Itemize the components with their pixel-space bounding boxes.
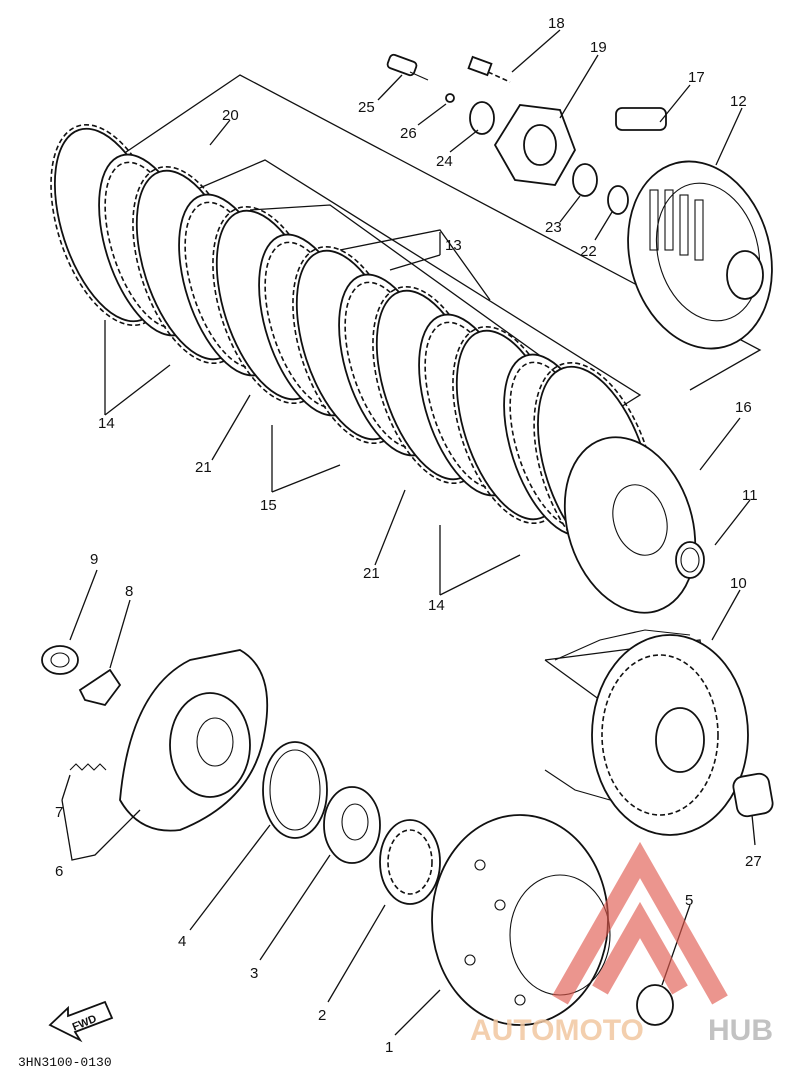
callout-27: 27 [745, 853, 762, 870]
callout-4: 4 [178, 933, 186, 950]
clutch-housing [431, 814, 611, 1026]
callout-6: 6 [55, 863, 63, 880]
bearing [323, 786, 381, 864]
callout-2: 2 [318, 1007, 326, 1024]
watermark-logo-icon [552, 841, 728, 1005]
callout-7: 7 [55, 804, 63, 821]
callout-10: 10 [730, 575, 747, 592]
watermark-text-2: HUB [708, 1014, 773, 1047]
callout-5: 5 [685, 892, 693, 909]
callout-20: 20 [222, 107, 239, 124]
callout-22: 22 [580, 243, 597, 260]
pressure-plate [563, 436, 697, 614]
circlip [675, 541, 705, 579]
callout-23: 23 [545, 219, 562, 236]
callout-24: 24 [436, 153, 453, 170]
callout-15: 15 [260, 497, 277, 514]
callout-11: 11 [742, 487, 758, 504]
small-hardware [386, 53, 667, 215]
callout-labels: 18 19 17 12 20 25 26 24 23 22 13 14 21 1… [55, 15, 762, 1056]
collar [732, 772, 774, 818]
callout-21-top: 21 [195, 459, 212, 476]
callout-16: 16 [735, 399, 752, 416]
callout-12: 12 [730, 93, 747, 110]
callout-14-top: 14 [98, 415, 115, 432]
fwd-arrow-icon: FWD [48, 1000, 114, 1043]
callout-14-mid: 14 [428, 597, 445, 614]
leader-lines [61, 29, 756, 1036]
callout-26: 26 [400, 125, 417, 142]
callout-17: 17 [688, 69, 705, 86]
callout-25: 25 [358, 99, 375, 116]
watermark: AUTOMOTO HUB [470, 841, 773, 1047]
o-ring [262, 741, 328, 839]
drawing-code: 3HN3100-0130 [18, 1055, 112, 1070]
callout-21-mid: 21 [363, 565, 380, 582]
thrust-washer [636, 984, 674, 1026]
callout-18: 18 [548, 15, 565, 32]
lower-small-parts [41, 645, 122, 771]
centrifugal-clutch [119, 649, 269, 832]
primary-driven-gear [544, 629, 749, 836]
callout-19: 19 [590, 39, 607, 56]
one-way-clutch [379, 819, 441, 905]
callout-3: 3 [250, 965, 258, 982]
friction-plate-stack [50, 123, 657, 568]
clutch-boss [627, 160, 773, 350]
callout-9: 9 [90, 551, 98, 568]
watermark-text-1: AUTOMOTO [470, 1014, 644, 1047]
callout-8: 8 [125, 583, 133, 600]
callout-1: 1 [385, 1039, 393, 1056]
callout-13: 13 [445, 237, 462, 254]
